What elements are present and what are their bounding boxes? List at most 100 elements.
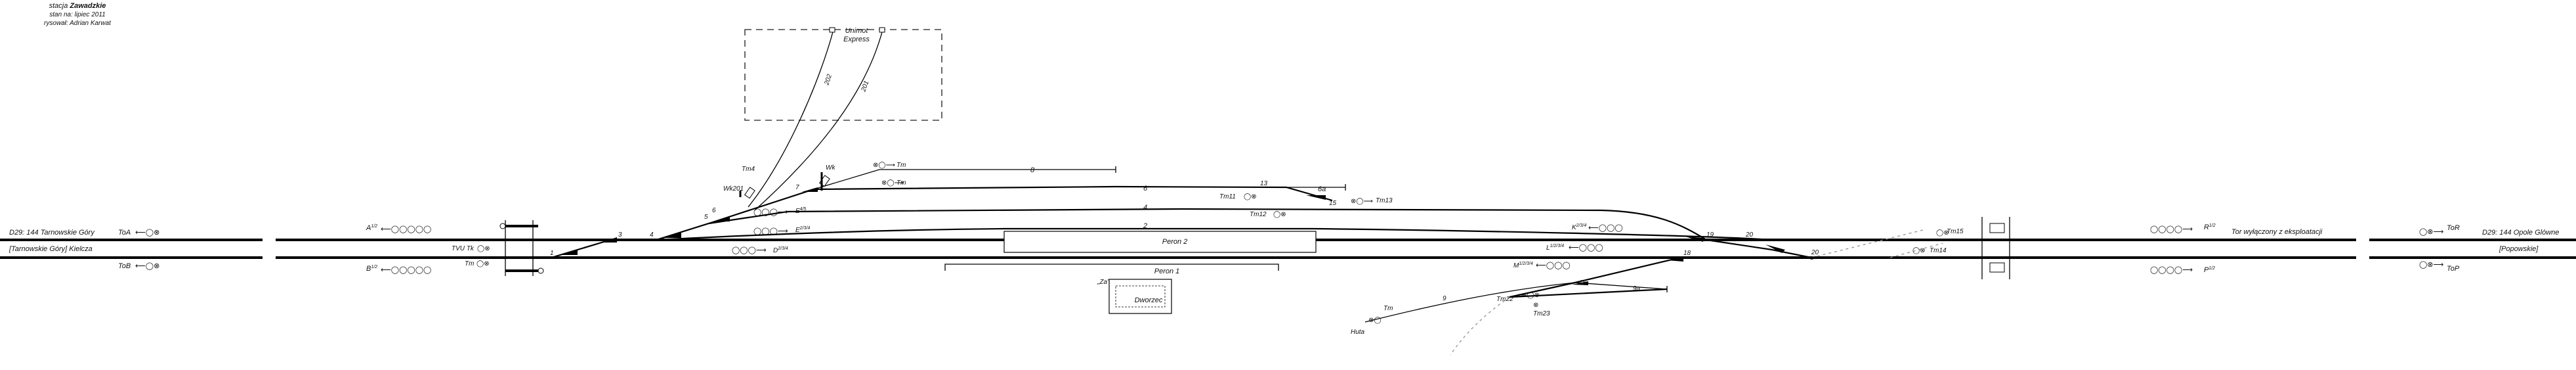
switch-12-mark <box>1306 195 1326 200</box>
siding-unimot: 202 201 Unimot Express <box>744 27 942 211</box>
platform-2-label: Peron 2 <box>1162 238 1188 246</box>
signal-tm12: Tm12 <box>1250 211 1267 218</box>
switch-20-mark <box>1805 256 1819 260</box>
header-date: stan na: lipiec 2011 <box>49 11 105 18</box>
signal-p-label: P1/2 <box>2204 266 2215 274</box>
crossing-left-light-bottom <box>538 267 544 274</box>
station-building <box>1109 279 1172 314</box>
platform-1-label: Peron 1 <box>1154 267 1180 275</box>
post-wk201-box <box>744 187 755 199</box>
signal-tvu-head: ◯⊗ <box>477 245 490 252</box>
track-9a-junction <box>1509 256 1681 298</box>
signal-tm-6: Tm <box>897 179 906 187</box>
switch-num-19: 20 <box>1745 231 1754 239</box>
switch-num-7: 7 <box>795 184 799 191</box>
switch-num-15: 16 <box>1579 279 1587 287</box>
siding-201-buffer <box>879 27 885 33</box>
siding-202-label: 202 <box>823 73 834 87</box>
switch-18-20 <box>1706 239 1812 259</box>
header-line1: stacja <box>49 2 68 10</box>
signal-tm22: Tm22 <box>1496 296 1513 303</box>
post-wk201: Wk201 <box>723 185 744 193</box>
tor-a-signal: ⟵◯⊗ <box>135 229 159 237</box>
track-dotted-siding <box>1450 296 1510 356</box>
header-author: rysował: Adrian Karwat <box>44 20 112 27</box>
signal-tm-top-head: ⊗◯⟶ <box>873 162 895 169</box>
switch-16-mark <box>1572 281 1588 285</box>
signal-l: ⟵◯◯◯ <box>1569 244 1603 252</box>
track-9a <box>1574 282 1668 290</box>
siding-unimot-label: Unimot <box>845 27 869 35</box>
closed-track-label: Tor wyłączony z eksploatacji <box>2231 228 2323 236</box>
left-direction-box: [Tarnowskie Góry] Kielcza <box>9 245 93 253</box>
signal-d-label: D2/3/4 <box>773 246 788 254</box>
tor-r-signal: ◯⊗⟶ <box>2419 228 2444 236</box>
tor-b-signal: ⟵◯⊗ <box>135 262 159 270</box>
closed-track-dotted <box>1811 229 1924 258</box>
signal-tm15-head: ◯⊗ <box>1936 229 1949 237</box>
signal-l-label: L1/2/3/4 <box>1546 244 1564 252</box>
tor-a-label: ToA <box>118 229 131 237</box>
switch-marks <box>559 187 1819 285</box>
track-num-8: 8 <box>1030 166 1035 174</box>
signal-e234-label: E2/3/4 <box>795 226 810 234</box>
switch-5-mark <box>715 217 730 221</box>
signal-b-label: B1/2 <box>366 265 377 273</box>
switch-num-4: 4 <box>650 231 654 239</box>
switch-num-6: 6 <box>712 207 716 214</box>
track-6 <box>708 185 1333 225</box>
header-station: Zawadzkie <box>69 2 106 10</box>
left-end: D29: 144 Tarnowskie Góry [Tarnowskie Gór… <box>9 229 159 270</box>
switch-3-mark <box>601 237 617 243</box>
switch-num-1: 1 <box>550 250 554 257</box>
za-label: „Za” <box>1097 279 1110 286</box>
siding-express-label: Express <box>843 35 870 43</box>
track-numbers: 1 2 3 4 4 5 6 6a 7 8 9 9a 6 13 15 16 18 … <box>550 166 1819 302</box>
signal-tm-6-head: ⊗◯⟶ <box>881 179 904 187</box>
track-num-2: 2 <box>1143 222 1147 230</box>
signal-r-label: R1/2 <box>2204 223 2216 231</box>
switch-num-12: 13 <box>1260 180 1268 187</box>
signal-tvu: TVU Tk <box>452 245 475 252</box>
signal-a-label: A1/2 <box>366 224 377 232</box>
signal-b: ⟵◯◯◯◯◯ <box>381 266 431 274</box>
main-signals: A1/2 ⟵◯◯◯◯◯ B1/2 ⟵◯◯◯◯◯ R1/2 ◯◯◯◯⟶ P1/2 … <box>366 207 2216 274</box>
signal-tm13: Tm13 <box>1376 197 1393 204</box>
right-end: D29: 144 Opole Glówne [Popowskie] ToR To… <box>2231 224 2559 273</box>
signal-tm11-head: ◯⊗ <box>1244 193 1257 200</box>
switch-18-mark <box>1685 237 1703 242</box>
track-num-9a: 9a <box>1633 285 1641 292</box>
track-4 <box>656 208 1707 241</box>
main-tracks <box>0 166 2576 356</box>
left-line-label: D29: 144 Tarnowskie Góry <box>9 229 95 237</box>
track-9-huta <box>1364 282 1576 323</box>
switch-17-mark <box>1667 258 1683 262</box>
signal-k-label: K2/3/4 <box>1572 223 1586 231</box>
track-num-6a: 6a <box>1318 185 1326 193</box>
signal-e45-label: E4/5 <box>795 207 807 215</box>
siding-202 <box>748 29 834 208</box>
platforms: Peron 2 Peron 1 Dworzec „Za” <box>944 231 1317 314</box>
right-direction-box: [Popowskie] <box>2499 245 2539 253</box>
siding-201 <box>754 29 883 211</box>
switch-num-13: 15 <box>1329 200 1337 207</box>
signal-tm14-head: ◯⊗ <box>1912 247 1926 254</box>
track-num-9: 9 <box>1443 295 1446 302</box>
signal-m-label: M1/2/3/4 <box>1513 262 1533 269</box>
tor-r-label: ToR <box>2447 224 2460 232</box>
shunting-signals: TVU Tk ◯⊗ Tm ◯⊗ ⊗◯⟶ Tm ⊗◯⟶ Tm Tm4 Tm11 ◯… <box>452 162 1964 336</box>
switch-1-mark <box>559 250 578 255</box>
track-num-4: 4 <box>1143 204 1147 212</box>
switch-posts: Wk201 Wk <box>723 164 835 199</box>
signal-tm22-head: ⟵◯⊗ <box>1517 292 1540 299</box>
switch-19-mark <box>1765 244 1785 253</box>
track-8 <box>813 169 1116 190</box>
crossing-right-booth-bottom <box>1989 262 2005 273</box>
signal-e234: ◯◯◯⟶ <box>753 227 788 235</box>
header-block: stacja Zawadzkie stan na: lipiec 2011 ry… <box>44 2 112 27</box>
tor-p-label: ToP <box>2447 265 2460 273</box>
signal-tm-huta: Tm <box>1383 305 1393 312</box>
level-crossing-right <box>1981 217 2010 279</box>
signal-tm13-head: ⊗◯⟶ <box>1351 198 1373 205</box>
signal-p: ◯◯◯◯⟶ <box>2150 266 2193 274</box>
